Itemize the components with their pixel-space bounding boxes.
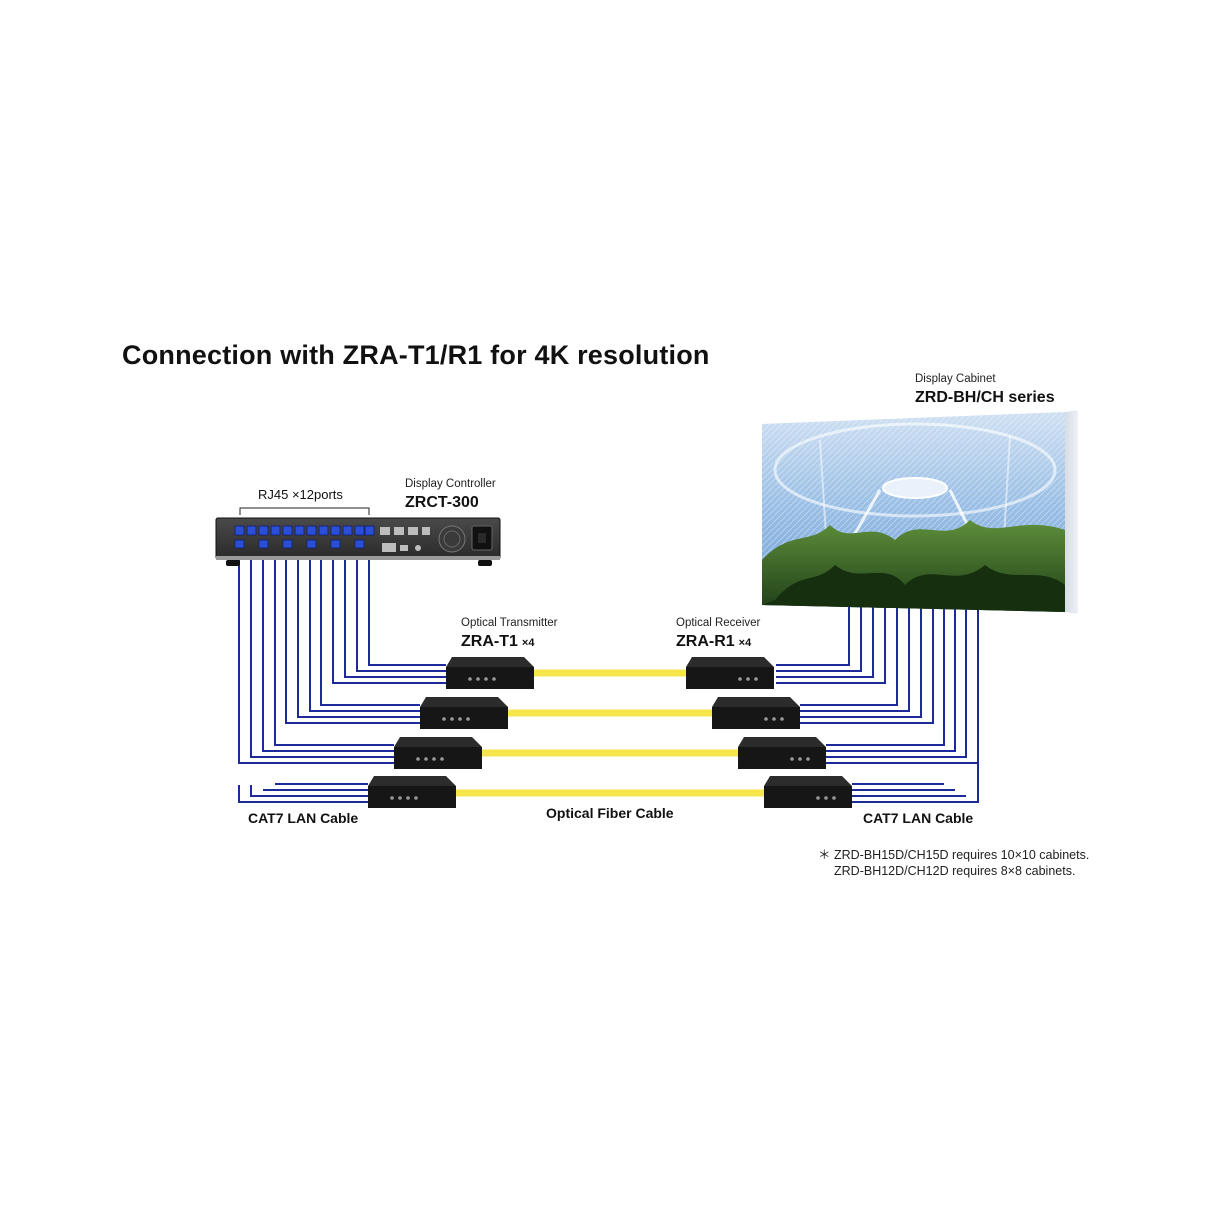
display-controller — [215, 517, 501, 566]
optical-receivers — [686, 657, 852, 808]
receiver-unit — [738, 737, 826, 769]
transmitter-unit — [394, 737, 482, 769]
page-title: Connection with ZRA-T1/R1 for 4K resolut… — [122, 340, 710, 370]
receiver-model: ZRA-R1×4 — [676, 633, 751, 651]
cabinet-caption: Display Cabinet — [915, 373, 996, 385]
receiver-unit — [764, 776, 852, 808]
transmitter-unit — [420, 697, 508, 729]
controller-model: ZRCT-300 — [405, 494, 479, 511]
controller-caption: Display Controller — [405, 478, 496, 490]
transmitter-model: ZRA-T1×4 — [461, 633, 534, 651]
cabinet-model: ZRD-BH/CH series — [915, 389, 1055, 406]
optical-transmitters — [368, 657, 534, 808]
transmitter-model-name: ZRA-T1 — [461, 633, 518, 650]
ports-label: RJ45 ×12ports — [258, 487, 343, 502]
note-line-2: ZRD-BH12D/CH12D requires 8×8 cabinets. — [834, 864, 1076, 878]
ports-bracket — [239, 507, 370, 515]
display-cabinet — [762, 410, 1078, 614]
lan-cables-right — [776, 605, 979, 803]
receiver-model-name: ZRA-R1 — [676, 633, 735, 650]
transmitter-caption: Optical Transmitter — [461, 617, 558, 629]
transmitter-unit — [446, 657, 534, 689]
lan-cable-label-left: CAT7 LAN Cable — [248, 810, 359, 826]
receiver-unit — [712, 697, 800, 729]
lan-cable-label-right: CAT7 LAN Cable — [863, 810, 974, 826]
lan-cables-left — [238, 545, 446, 803]
fiber-cable-label: Optical Fiber Cable — [546, 805, 674, 821]
transmitter-multiplier: ×4 — [521, 637, 535, 649]
rj45-ports — [234, 525, 375, 549]
receiver-multiplier: ×4 — [738, 637, 752, 649]
receiver-caption: Optical Receiver — [676, 617, 761, 629]
receiver-unit — [686, 657, 774, 689]
note-line-1: ＊ ZRD-BH15D/CH15D requires 10×10 cabinet… — [818, 848, 1090, 862]
transmitter-unit — [368, 776, 456, 808]
fiber-cables — [451, 669, 768, 797]
